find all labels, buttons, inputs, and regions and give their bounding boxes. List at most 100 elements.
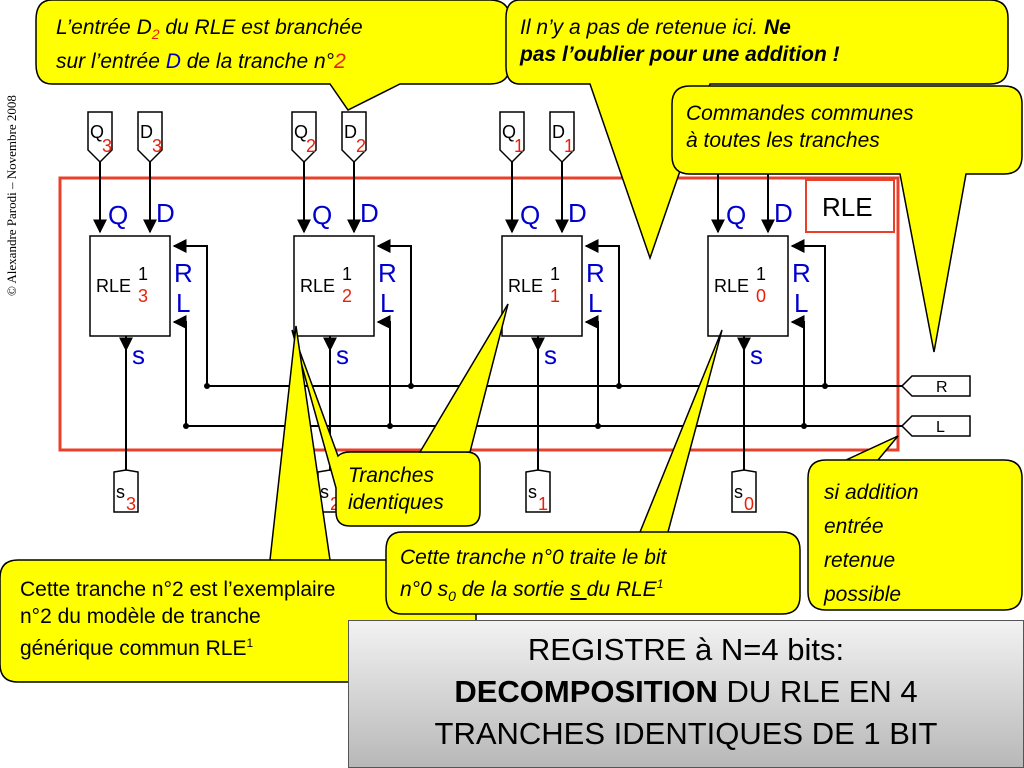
callout-top-right-text: Commandes communes à toutes les tranches (686, 100, 914, 154)
d-pin-label: D (156, 198, 175, 228)
r-junction (204, 383, 210, 389)
callout-top-left-sub: 2 (151, 26, 160, 43)
callout-identical-pointer2 (418, 303, 509, 453)
s-output-connector (731, 469, 757, 513)
s-output-label: s (734, 482, 743, 502)
r-junction (408, 383, 414, 389)
s-output-connector (113, 469, 139, 513)
q-input-label: Q (502, 122, 516, 142)
d-pin-label: D (774, 198, 793, 228)
callout-carry-line3: retenue (824, 549, 896, 572)
control-label-r: R (936, 379, 948, 396)
s-pin-label: s (750, 340, 763, 370)
s-output-index: 0 (744, 494, 754, 514)
callout-slice0-sup: 1 (656, 577, 664, 591)
q-pin-label: Q (108, 200, 128, 230)
callout-top-right-line2: à toutes les tranches (686, 129, 880, 152)
control-input-l: L (900, 415, 971, 437)
callout-top-left-t6: 2 (334, 50, 346, 74)
rle-label-box (805, 179, 895, 233)
rle-block-sup: 1 (756, 264, 766, 284)
rle-block-label: RLE (508, 276, 543, 296)
d-input-connector (549, 111, 575, 164)
callout-slice0-shape (385, 329, 801, 615)
callout-top-left-t1: L’entrée D (56, 16, 152, 39)
s-output-index: 2 (330, 494, 340, 514)
callout-top-left-t2: du RLE est branchée (159, 16, 363, 39)
callout-slice2-text: Cette tranche n°2 est l’exemplaire n°2 d… (20, 576, 472, 662)
rle-block-label: RLE (300, 276, 335, 296)
title-line3: TRANCHES IDENTIQUES DE 1 BIT (434, 716, 938, 751)
callout-identical-text: Tranches identiques (348, 462, 444, 516)
r-pin-label: R (586, 258, 605, 288)
rle-block-index: 2 (342, 286, 352, 306)
callout-slice0-text: Cette tranche n°0 traite le bit n°0 s0 d… (400, 544, 666, 610)
rle-block (293, 235, 375, 337)
l-pin-label: L (794, 288, 808, 318)
d-input-connector (137, 111, 163, 164)
l-wire (790, 315, 805, 426)
callout-top-center-t2: Ne (763, 16, 791, 39)
callout-slice2-line2: n°2 du modèle de tranche (20, 605, 261, 628)
callout-slice0-t3: de la sortie (455, 578, 571, 601)
callout-top-center-t1: Il n’y a pas de retenue ici. (520, 16, 764, 39)
r-junction (616, 383, 622, 389)
control-input-r: R (900, 375, 971, 397)
r-pin-label: R (792, 258, 811, 288)
callout-identical-shape (291, 329, 481, 527)
rle-box-label: RLE (822, 192, 873, 222)
callout-slice2-line1: Cette tranche n°2 est l’exemplaire (20, 578, 336, 601)
slide-title: REGISTRE à N=4 bits: DECOMPOSITION DU RL… (348, 620, 1024, 768)
title-line2-bold: DECOMPOSITION (454, 674, 718, 709)
callout-identical-line2: identiques (348, 491, 444, 514)
s-output-label: s (116, 482, 125, 502)
rle-block (89, 235, 171, 337)
rle-block-sup: 1 (550, 264, 560, 284)
rle-block-sup: 1 (342, 264, 352, 284)
s-pin-label: s (336, 340, 349, 370)
l-pin-label: L (588, 288, 602, 318)
rle-block-index: 0 (756, 286, 766, 306)
callout-carry-line1: si addition (824, 481, 919, 504)
d-input-connector (341, 111, 367, 164)
rle-block-label: RLE (96, 276, 131, 296)
callout-slice0-sub: 0 (448, 588, 456, 605)
callout-carry-text: si addition entrée retenue possible (824, 476, 919, 612)
l-junction (387, 423, 393, 429)
s-output-index: 3 (126, 494, 136, 514)
l-junction (183, 423, 189, 429)
d-input-index: 2 (356, 136, 366, 156)
r-wire (584, 239, 620, 386)
callout-carry-line4: possible (824, 583, 902, 606)
q-input-label: Q (294, 122, 308, 142)
callout-slice2-sup: 1 (246, 636, 254, 650)
q-pin-label: Q (312, 200, 332, 230)
r-wire (172, 239, 208, 386)
rle-block (501, 235, 583, 337)
callout-slice0-t5: du RLE (586, 578, 657, 601)
r-wire (376, 239, 412, 386)
callout-slice0-t2: n°0 s (400, 578, 449, 601)
callout-top-left-t5: de la tranche n° (180, 50, 335, 74)
title-line1: REGISTRE à N=4 bits: (527, 632, 845, 667)
callout-top-left-text: L’entrée D2 du RLE est branchée sur l’en… (56, 14, 363, 75)
callout-identical-line1: Tranches (348, 464, 434, 487)
d-input-index: 1 (564, 136, 574, 156)
d-input-index: 3 (152, 136, 162, 156)
callout-slice2-line3: générique commun RLE (20, 637, 247, 660)
d-input-label: D (140, 122, 153, 142)
d-input-label: D (344, 122, 357, 142)
callout-top-right-shape (671, 85, 1023, 353)
rle-block (707, 235, 789, 337)
s-pin-label: s (132, 340, 145, 370)
l-wire (376, 315, 391, 426)
callouts (0, 0, 1023, 683)
q-input-index: 2 (306, 136, 316, 156)
d-pin-label: D (568, 198, 587, 228)
callout-carry-line2: entrée (824, 515, 884, 538)
rle-block-index: 3 (138, 286, 148, 306)
s-output-index: 1 (538, 494, 548, 514)
rle-block-label: RLE (714, 276, 749, 296)
